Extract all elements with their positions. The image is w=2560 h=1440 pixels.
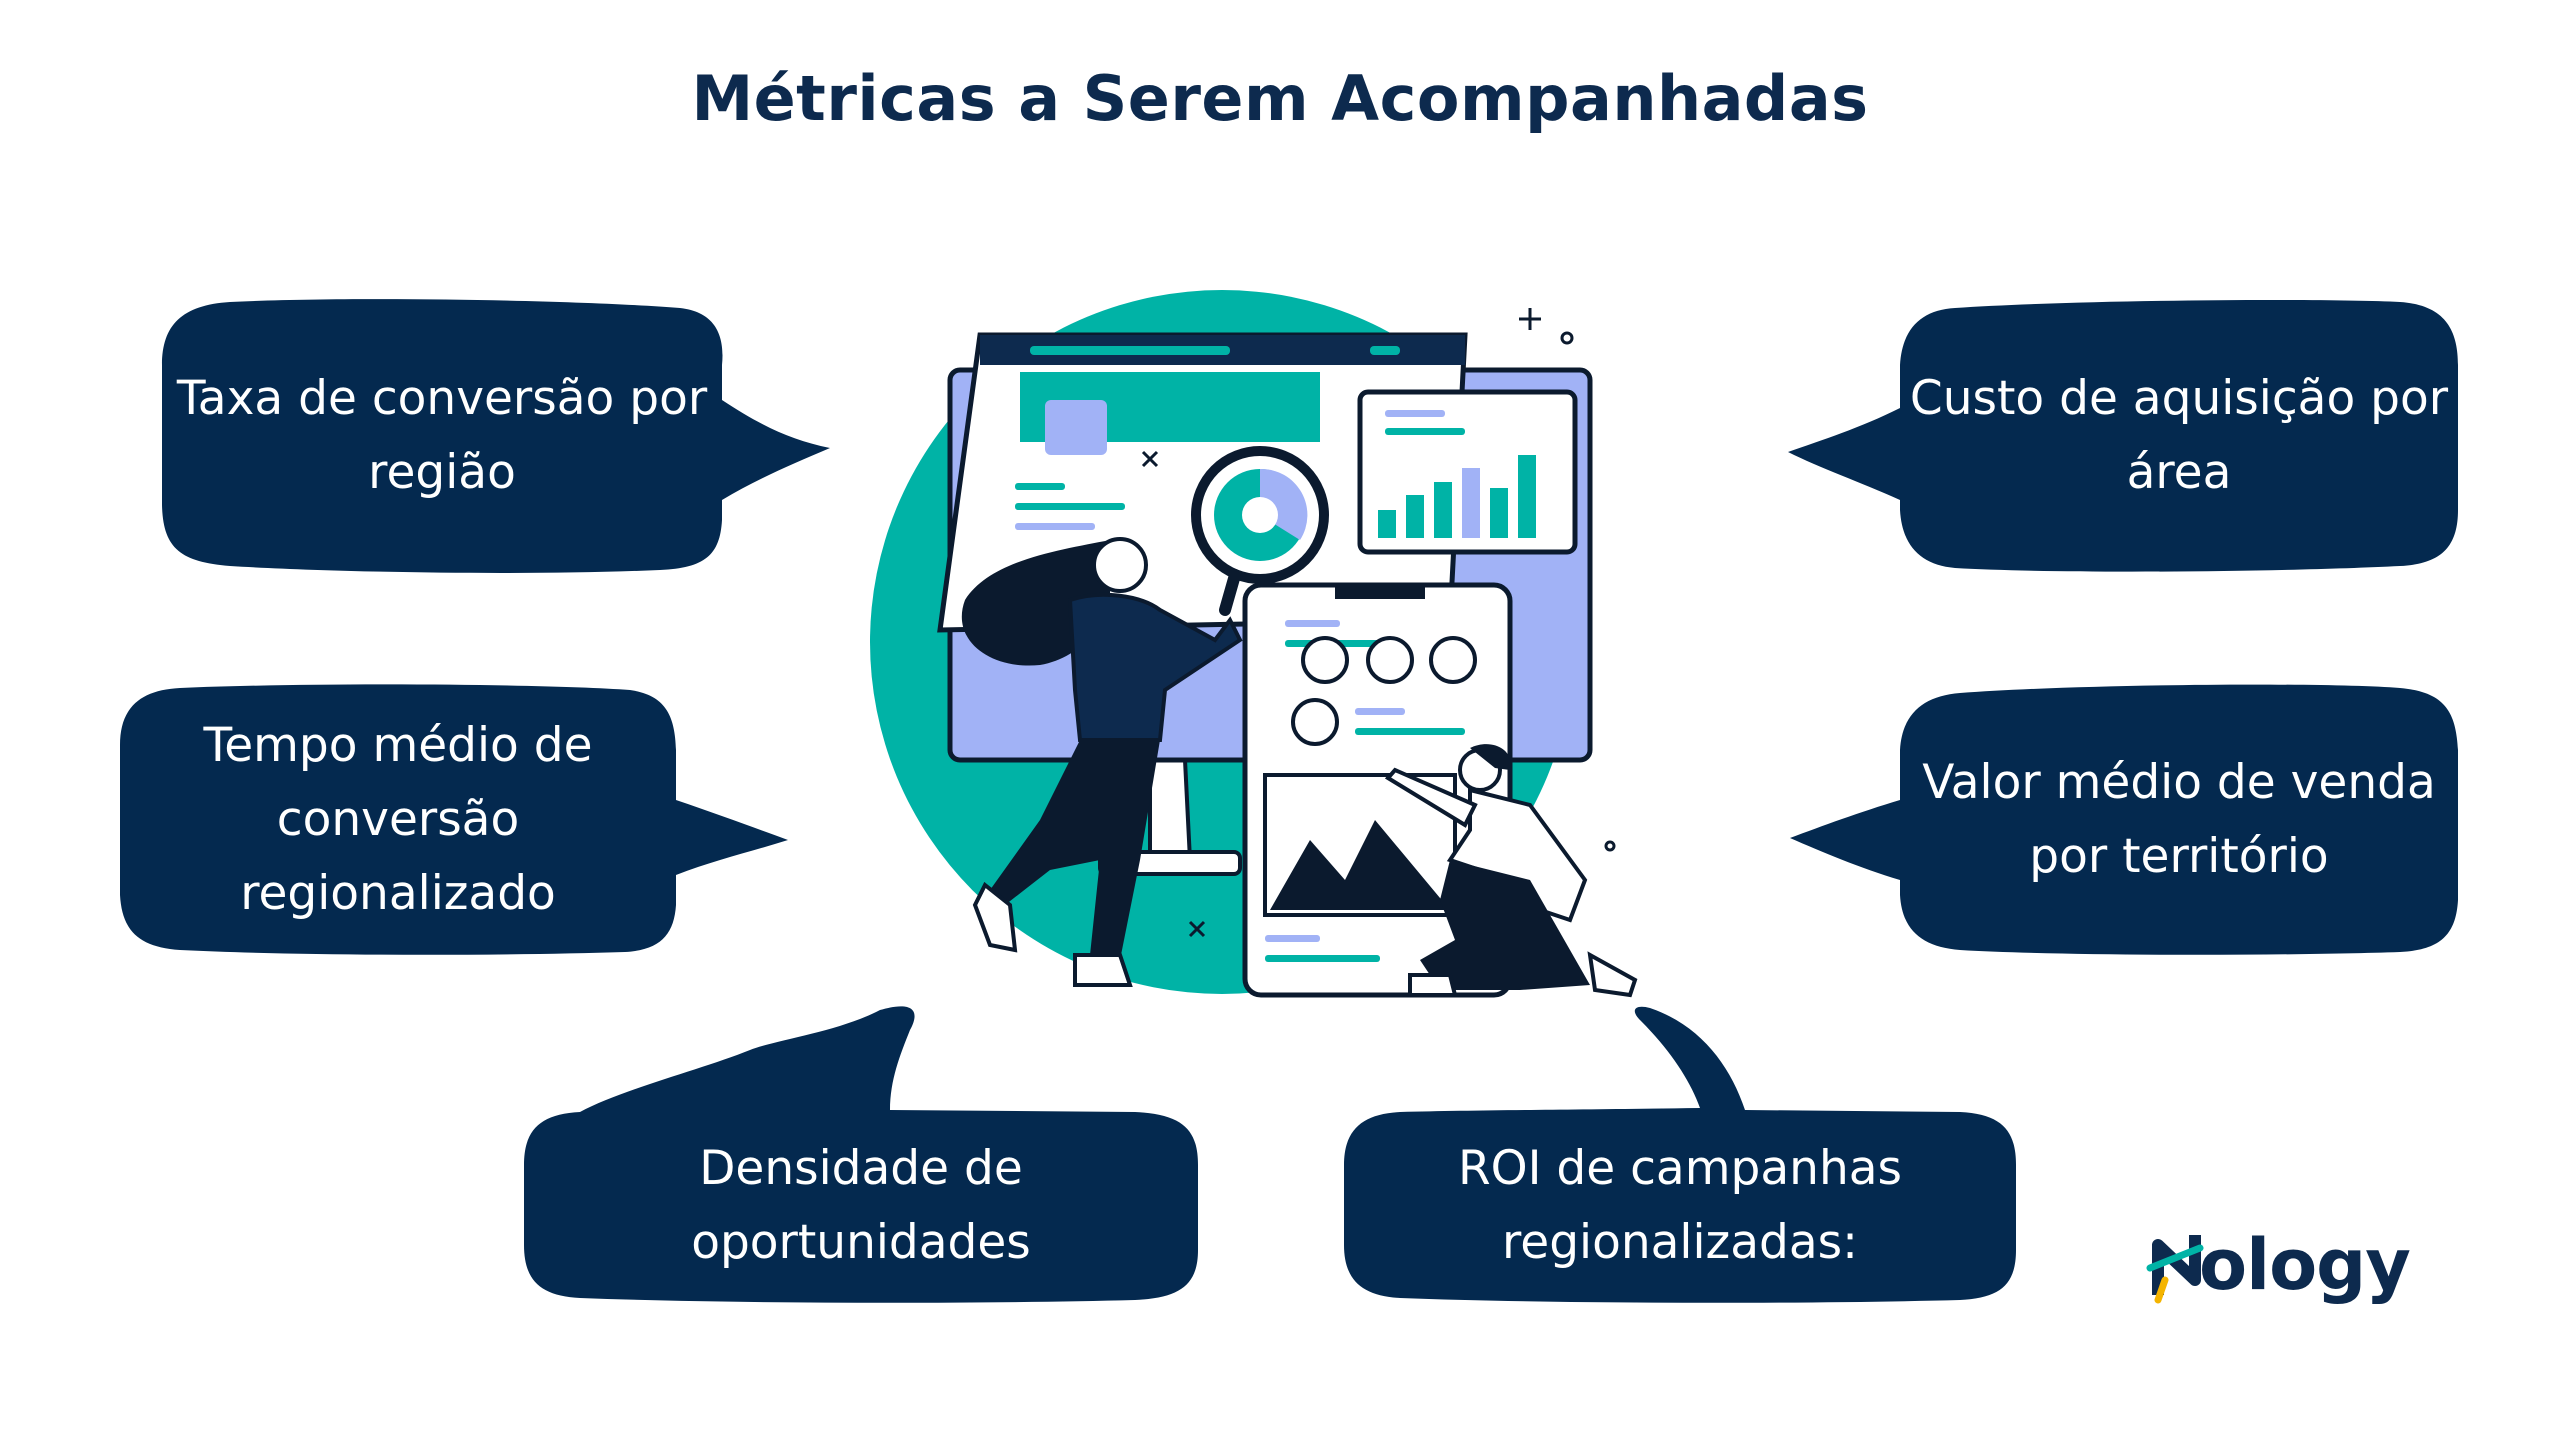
mini-bar-5: [1490, 488, 1508, 538]
screen-text-line-2: [1015, 503, 1125, 510]
bubble-line: Valor médio de venda: [1922, 755, 2436, 810]
bubble-opportunity-density: Densidade de oportunidades: [524, 1112, 1198, 1300]
analytics-team-illustration: [870, 290, 1638, 998]
monitor-stand: [1148, 758, 1193, 862]
woman-legs: [990, 740, 1160, 960]
bar-chart-card-line-2: [1385, 428, 1465, 435]
phone-line-3: [1355, 708, 1405, 715]
mini-bar-2: [1406, 495, 1424, 538]
avatar-2: [1366, 636, 1414, 684]
screen-text-line-1: [1015, 483, 1065, 490]
bubble-line: Densidade de: [699, 1141, 1023, 1196]
bubble-shape-avg-conversion-time: [120, 684, 788, 955]
mini-bar-4: [1462, 468, 1480, 538]
kneeling-woman-shoe-front: [1408, 973, 1458, 997]
woman-head: [1092, 537, 1148, 593]
bubble-line: conversão: [276, 792, 520, 847]
avatar-1: [1301, 636, 1349, 684]
logo-text: ology: [2199, 1224, 2411, 1306]
kneeling-woman-shoe: [1587, 951, 1638, 998]
phone-line-5: [1265, 935, 1320, 942]
bubble-line: região: [368, 445, 516, 500]
screen-header-line: [1030, 346, 1230, 355]
bubble-line: Taxa de conversão por: [176, 371, 708, 426]
bar-chart-card-line-1: [1385, 410, 1445, 417]
bubble-line: regionalizado: [240, 866, 556, 921]
avatar-4: [1291, 698, 1339, 746]
woman-sweater: [1067, 592, 1243, 742]
bubble-shape-opportunity-density: [524, 1006, 1198, 1303]
phone-line-4: [1355, 728, 1465, 735]
bubble-line: Custo de aquisição por: [1909, 371, 2449, 426]
mini-bar-1: [1378, 510, 1396, 538]
bubble-line: ROI de campanhas: [1457, 1141, 1903, 1196]
sparkle-1: [1519, 308, 1541, 330]
sparkle-4: [1188, 920, 1206, 938]
kneeling-woman-arm: [1384, 767, 1478, 828]
bubble-shape-acquisition-cost: [1788, 300, 2458, 572]
sparkle-3: [1141, 450, 1159, 468]
bubble-avg-conversion-time: Tempo médio de conversão regionalizado: [120, 695, 676, 945]
bubble-shape-conversion-rate: [162, 299, 830, 573]
bubble-avg-sale-value: Valor médio de venda por território: [1900, 722, 2458, 918]
magnifier-handle: [1219, 569, 1241, 616]
bubble-acquisition-cost: Custo de aquisição por área: [1900, 340, 2458, 532]
bubble-line: regionalizadas:: [1501, 1215, 1858, 1270]
woman-shoe-right: [1073, 953, 1133, 987]
phone-line-1: [1285, 620, 1340, 627]
screen-image-tile: [1045, 400, 1107, 455]
mini-bar-6: [1518, 455, 1536, 538]
bubble-line: por território: [2029, 829, 2329, 884]
nology-logo-icon: [2146, 1235, 2204, 1304]
mini-bar-3: [1434, 482, 1452, 538]
magnifier-pie-hole: [1242, 497, 1278, 533]
phone-image-mountains: [1270, 820, 1450, 910]
bubble-conversion-rate: Taxa de conversão por região: [162, 340, 722, 532]
phone-notch: [1335, 585, 1425, 599]
sparkle-5: [1604, 840, 1616, 852]
bubble-shape-avg-sale-value: [1790, 684, 2458, 955]
phone-line-6: [1265, 955, 1380, 962]
bubble-line: Tempo médio de: [203, 718, 593, 773]
sparkle-2: [1560, 331, 1574, 345]
brand-logo: ology: [2155, 1220, 2411, 1310]
bubble-shape-campaign-roi: [1344, 1006, 2016, 1303]
kneeling-woman-legs: [1420, 860, 1590, 990]
screen-text-line-3: [1015, 523, 1095, 530]
avatar-3: [1429, 636, 1477, 684]
kneeling-woman-hair: [1470, 744, 1511, 770]
screen-header-dot: [1370, 346, 1400, 355]
bubble-campaign-roi: ROI de campanhas regionalizadas:: [1344, 1112, 2016, 1300]
bubble-line: área: [2126, 445, 2232, 500]
woman-shoe-left: [972, 881, 1018, 953]
bubble-line: oportunidades: [691, 1215, 1031, 1270]
page-title: Métricas a Serem Acompanhadas: [691, 62, 1869, 135]
